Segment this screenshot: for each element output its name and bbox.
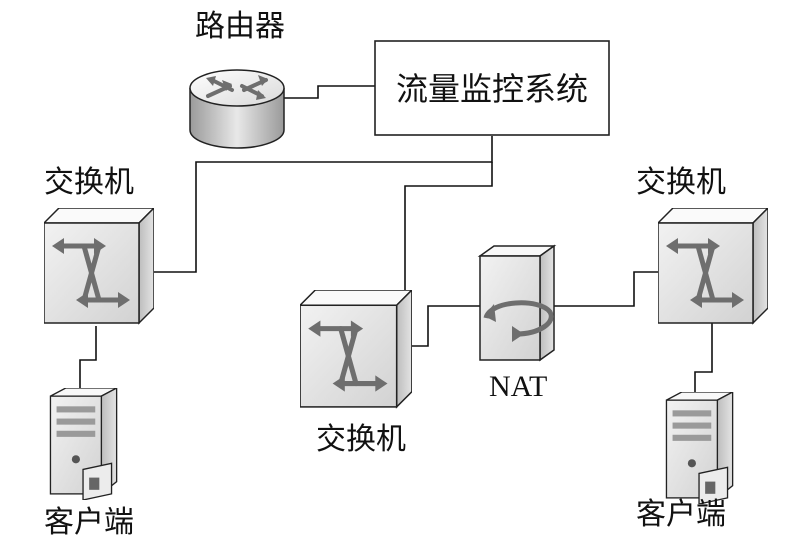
client-computer-icon	[49, 388, 118, 500]
switch-right-label: 交换机	[636, 165, 726, 200]
switch-center-label: 交换机	[316, 422, 406, 457]
client-right-label: 客户端	[636, 497, 726, 532]
monitor-system-label: 流量监控系统	[396, 70, 589, 108]
nat-server-icon	[477, 244, 557, 362]
switch-icon	[300, 290, 412, 407]
nat-label: NAT	[489, 370, 548, 403]
switch-icon	[44, 208, 154, 323]
client-left-label: 客户端	[44, 505, 134, 540]
router-icon	[189, 69, 285, 149]
switch-icon	[658, 208, 768, 323]
client-computer-icon	[665, 392, 734, 504]
switch-left-label: 交换机	[44, 165, 134, 200]
monitor-system-box	[374, 40, 610, 136]
router-label: 路由器	[195, 9, 285, 44]
